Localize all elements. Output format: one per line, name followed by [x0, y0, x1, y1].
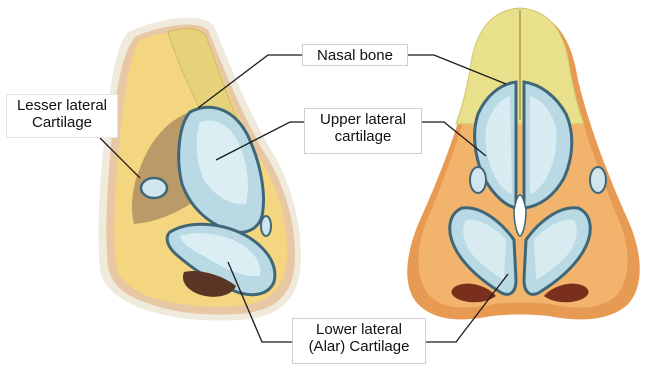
label-upper-lateral-line1: Upper lateral: [311, 111, 415, 128]
label-nasal-bone: Nasal bone: [302, 44, 408, 66]
frontal-view-nose: [407, 8, 640, 319]
lateral-lesser-lateral-cartilage: [141, 178, 167, 198]
frontal-lesser-lateral-cartilage-right: [590, 167, 606, 193]
label-upper-lateral-line2: cartilage: [311, 128, 415, 145]
label-lower-lateral-line2: (Alar) Cartilage: [299, 338, 419, 355]
lateral-sesamoid-cartilage: [261, 216, 271, 236]
label-lesser-lateral-line1: Lesser lateral: [13, 97, 111, 114]
label-lower-lateral-cartilage: Lower lateral (Alar) Cartilage: [292, 318, 426, 364]
label-lesser-lateral-line2: Cartilage: [13, 114, 111, 131]
label-lower-lateral-line1: Lower lateral: [299, 321, 419, 338]
label-nasal-bone-text: Nasal bone: [309, 47, 401, 64]
label-upper-lateral-cartilage: Upper lateral cartilage: [304, 108, 422, 154]
lateral-view-nose: [98, 18, 301, 321]
label-lesser-lateral-cartilage: Lesser lateral Cartilage: [6, 94, 118, 138]
frontal-lesser-lateral-cartilage-left: [470, 167, 486, 193]
frontal-septum-gap: [514, 195, 526, 236]
